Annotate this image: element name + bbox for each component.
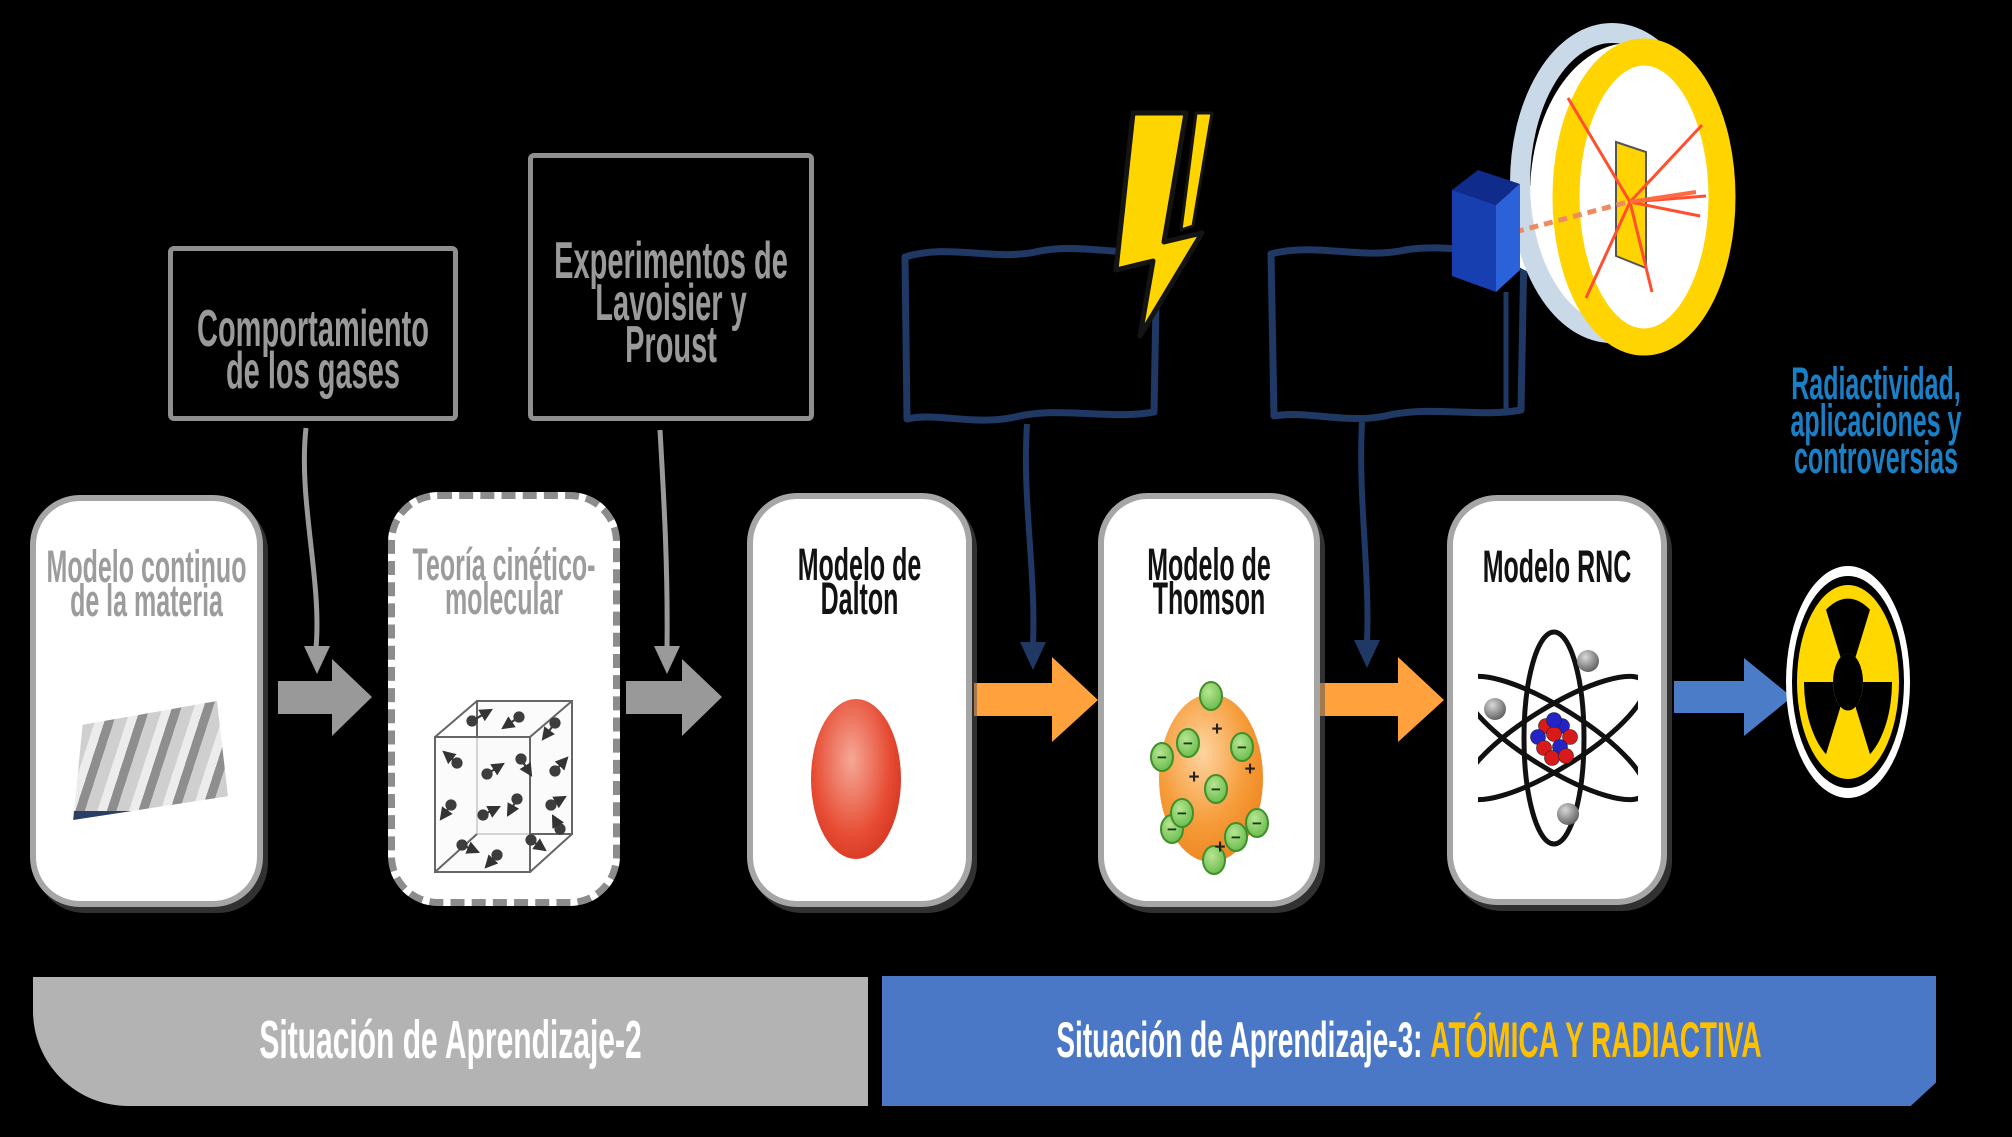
thomson-atom-image: − − − − − − − − + + + + [1150, 681, 1269, 875]
experiments-box-connector [654, 429, 680, 674]
navy-box-2-connector [1354, 421, 1380, 668]
matter-slab-image [73, 701, 228, 820]
arrow-orange-2 [1320, 657, 1444, 742]
navy-sketch-box-1 [901, 244, 1161, 424]
card-title: Modelo RNC [1482, 542, 1632, 593]
radiation-trefoil-icon [1786, 566, 1910, 798]
atomic-radioactive-highlight: ATÓMICA Y RADIACTIVA [1430, 1012, 1762, 1068]
annotation-box-gas-behavior: Comportamiento de los gases [168, 246, 458, 421]
rutherford-experiment-icon [1452, 23, 1736, 412]
kinetic-cube-image [434, 700, 573, 873]
annotation-box-experiments: Experimentos de Lavoisier y Proust [528, 153, 814, 421]
arrow-gray-2 [626, 659, 722, 736]
card-kinetic-molecular-theory: Teoría cinético- molecular [388, 492, 620, 906]
electron-icons: − − − − − − − − [1150, 681, 1269, 875]
navy-sketch-box-2 [1267, 244, 1528, 422]
svg-text:−: − [1231, 828, 1241, 847]
annotation-line: Proust [625, 317, 717, 375]
svg-text:+: + [1211, 719, 1222, 740]
annotation-line: Comportamiento [197, 300, 429, 359]
card-title: Modelo de Dalton [797, 540, 922, 625]
learning-situation-3-bar: Situación de Aprendizaje-3: ATÓMICA Y RA… [882, 976, 1936, 1106]
dalton-sphere-image [811, 699, 901, 859]
card-title: Modelo continuo de la materia [46, 542, 247, 627]
svg-text:−: − [1183, 734, 1193, 753]
svg-text:+: + [1214, 837, 1225, 858]
learning-situation-3-label: Situación de Aprendizaje-3: ATÓMICA Y RA… [1056, 1012, 1762, 1068]
card-thomson-model: Modelo de Thomson [1098, 493, 1320, 907]
arrow-orange-1 [974, 657, 1098, 742]
nucleus [1530, 712, 1578, 766]
svg-text:−: − [1252, 814, 1262, 833]
card-continuous-matter-model: Modelo continuo de la materia [30, 495, 263, 907]
svg-text:+: + [1244, 759, 1255, 780]
annotation-line: Lavoisier y [595, 275, 747, 333]
navy-box-1-connector [1020, 423, 1046, 670]
card-title: Modelo de Thomson [1147, 540, 1271, 625]
svg-text:−: − [1211, 780, 1221, 799]
arrow-gray-1 [278, 659, 372, 736]
svg-text:−: − [1167, 820, 1177, 839]
svg-text:−: − [1177, 804, 1187, 823]
rnc-atom-image [1478, 629, 1638, 847]
annotation-line: Experimentos de [554, 233, 788, 291]
svg-text:−: − [1237, 738, 1247, 757]
annotation-line: de los gases [225, 342, 401, 401]
radioactivity-note: Radiactividad, aplicaciones y controvers… [1790, 359, 1962, 484]
svg-text:+: + [1188, 767, 1199, 788]
card-rnc-model: Modelo RNC [1447, 495, 1667, 905]
plus-signs: + + + + [1188, 719, 1255, 858]
svg-text:−: − [1157, 748, 1167, 767]
lightning-bolt-icon [1113, 110, 1214, 339]
card-title: Teoría cinético- molecular [412, 540, 596, 625]
gas-box-connector [301, 427, 330, 674]
arrow-blue [1674, 658, 1792, 736]
learning-situation-2-bar: Situación de Aprendizaje-2 [33, 977, 868, 1106]
card-dalton-model: Modelo de Dalton [747, 493, 972, 907]
learning-situation-2-label: Situación de Aprendizaje-2 [259, 1010, 642, 1071]
